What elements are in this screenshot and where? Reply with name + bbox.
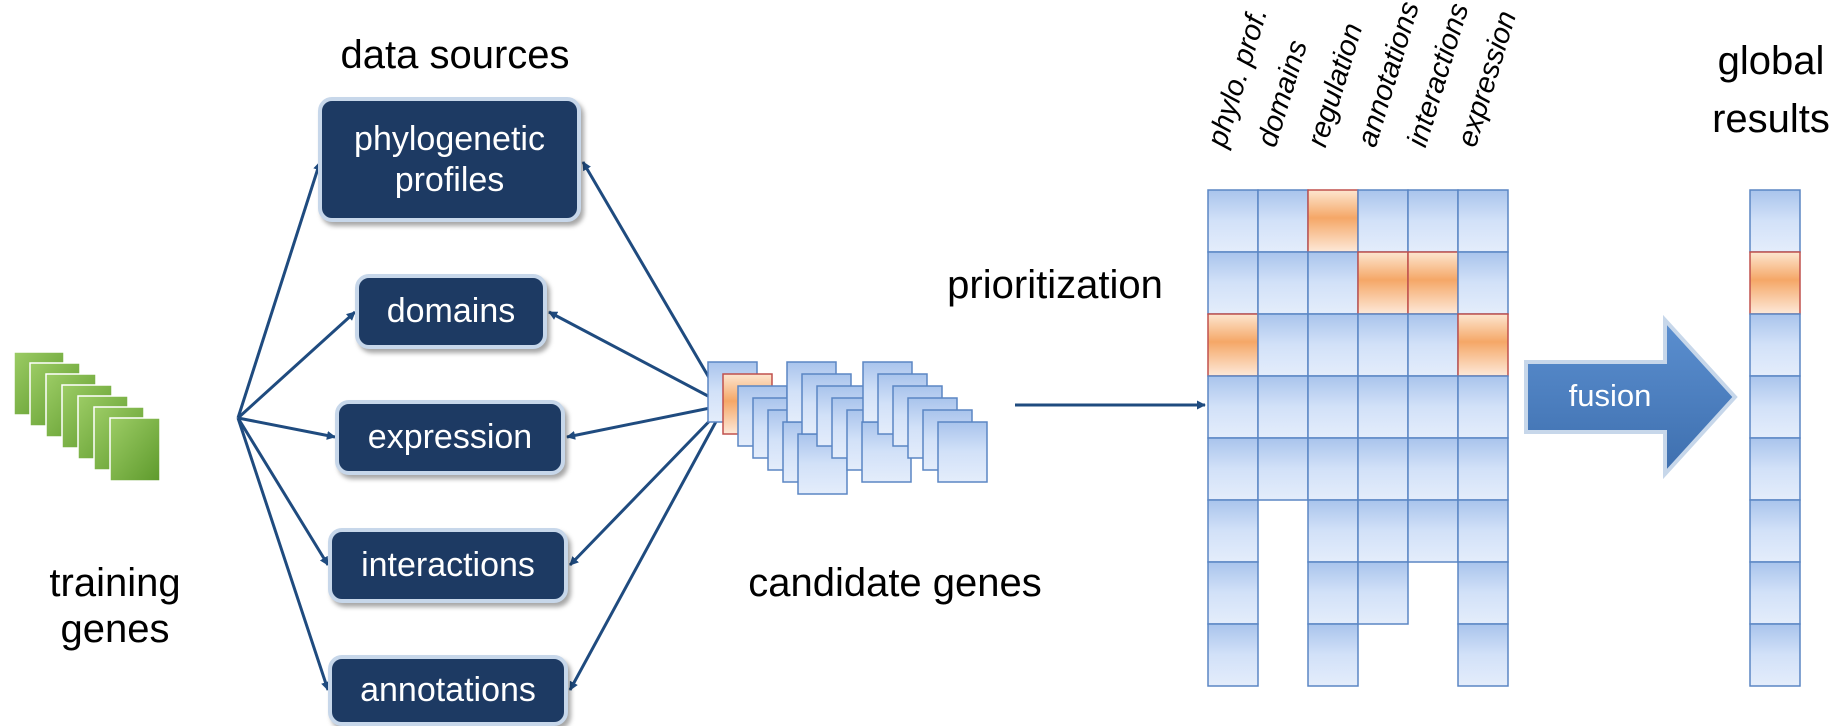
prioritization-matrix xyxy=(1207,189,1509,687)
matrix-cell-highlighted xyxy=(1457,313,1509,377)
matrix-cell xyxy=(1207,251,1259,315)
matrix-cell xyxy=(1457,561,1509,625)
arrow-candidate-to-source xyxy=(568,404,727,691)
matrix-cell xyxy=(1457,251,1509,315)
arrow-training-to-source xyxy=(236,417,330,691)
global-results-label: global results xyxy=(1712,39,1830,141)
arrow-candidate-to-source xyxy=(548,310,726,407)
matrix-cell xyxy=(1457,499,1509,563)
matrix-cell xyxy=(1257,251,1309,315)
matrix-cell xyxy=(1357,375,1409,439)
result-cell xyxy=(1749,623,1801,687)
training-genes-label: training genes xyxy=(49,561,181,651)
matrix-cell xyxy=(1357,189,1409,253)
data-sources-title: data sources xyxy=(340,33,570,77)
matrix-cell xyxy=(1307,437,1359,501)
matrix-cell xyxy=(1307,623,1359,687)
matrix-cell xyxy=(1407,313,1459,377)
matrix-cell xyxy=(1307,499,1359,563)
matrix-cell xyxy=(1357,499,1409,563)
matrix-cell-highlighted xyxy=(1307,189,1359,253)
matrix-cell xyxy=(1457,623,1509,687)
arrow-training-to-source xyxy=(236,310,357,420)
matrix-cell xyxy=(1407,499,1459,563)
matrix-cell xyxy=(1207,499,1259,563)
result-cell xyxy=(1749,437,1801,501)
result-cell xyxy=(1749,499,1801,563)
matrix-cell xyxy=(1257,313,1309,377)
matrix-cell xyxy=(1357,313,1409,377)
source-domains: domains xyxy=(355,274,547,349)
arrow-training-to-source xyxy=(237,416,336,440)
matrix-cell xyxy=(1307,375,1359,439)
result-cell xyxy=(1749,561,1801,625)
fusion-arrow xyxy=(1524,314,1738,480)
training-gene-card xyxy=(109,417,161,482)
matrix-cell xyxy=(1207,375,1259,439)
result-cell xyxy=(1749,189,1801,253)
matrix-cell xyxy=(1407,375,1459,439)
connector-arrows xyxy=(236,161,1206,691)
matrix-cell xyxy=(1457,437,1509,501)
arrow-training-to-source xyxy=(236,161,322,419)
arrow-candidate-to-source xyxy=(581,161,727,406)
candidate-genes-stack xyxy=(707,361,988,495)
matrix-cell xyxy=(1207,561,1259,625)
result-cell-highlighted xyxy=(1749,251,1801,315)
arrow-candidate-to-source xyxy=(566,403,726,440)
matrix-cell-highlighted xyxy=(1357,251,1409,315)
result-cell xyxy=(1749,375,1801,439)
matrix-cell xyxy=(1457,189,1509,253)
fusion-label: fusion xyxy=(1568,378,1652,413)
matrix-cell xyxy=(1207,623,1259,687)
source-expression: expression xyxy=(335,400,565,475)
arrow-training-to-source xyxy=(236,417,330,566)
matrix-cell-highlighted xyxy=(1207,313,1259,377)
global-results-column xyxy=(1749,189,1801,687)
matrix-cell xyxy=(1257,437,1309,501)
prioritization-label: prioritization xyxy=(947,263,1163,307)
matrix-cell xyxy=(1357,437,1409,501)
arrow-candidate-to-source xyxy=(568,403,727,567)
matrix-cell xyxy=(1257,189,1309,253)
candidate-gene-card xyxy=(937,421,988,483)
fusion-arrow-shape xyxy=(1524,314,1738,480)
source-interactions: interactions xyxy=(328,528,568,603)
matrix-cell xyxy=(1257,375,1309,439)
matrix-cell xyxy=(1207,437,1259,501)
source-phylogenetic-profiles: phylogenetic profiles xyxy=(318,97,581,222)
matrix-cell xyxy=(1307,251,1359,315)
matrix-cell xyxy=(1407,189,1459,253)
matrix-cell xyxy=(1307,313,1359,377)
source-annotations: annotations xyxy=(328,655,568,726)
matrix-cell xyxy=(1307,561,1359,625)
training-genes-stack xyxy=(13,351,161,482)
matrix-cell xyxy=(1457,375,1509,439)
matrix-cell xyxy=(1207,189,1259,253)
matrix-cell xyxy=(1407,437,1459,501)
candidate-genes-label: candidate genes xyxy=(748,561,1042,605)
result-cell xyxy=(1749,313,1801,377)
matrix-cell xyxy=(1357,561,1409,625)
matrix-cell-highlighted xyxy=(1407,251,1459,315)
